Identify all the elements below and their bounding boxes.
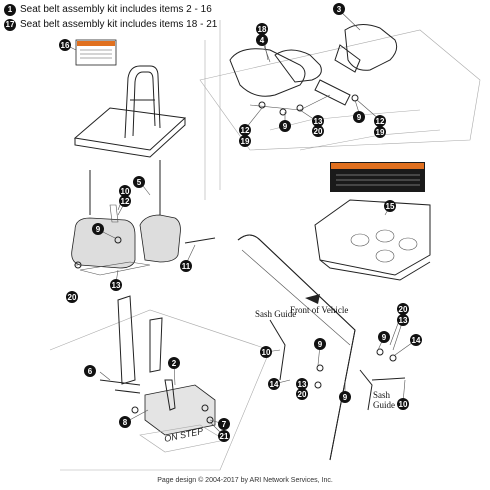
callout-13-top: 13 bbox=[312, 115, 324, 127]
callout-14-right: 14 bbox=[410, 334, 422, 346]
legend-badge-17: 17 bbox=[4, 18, 16, 31]
callout-12-top-left: 12 bbox=[239, 124, 251, 136]
svg-text:21: 21 bbox=[220, 432, 229, 441]
svg-text:11: 11 bbox=[182, 262, 191, 271]
sash-guide-label-right-2: Guide bbox=[373, 400, 395, 410]
floor-anchor-illustration: ON STEP bbox=[49, 295, 271, 471]
legend-badge-1: 1 bbox=[4, 3, 16, 16]
callout-3: 3 bbox=[333, 3, 345, 15]
legend: 1 Seat belt assembly kit includes items … bbox=[4, 2, 217, 32]
svg-text:19: 19 bbox=[241, 137, 250, 146]
legend-row-17: 17 Seat belt assembly kit includes items… bbox=[4, 17, 217, 32]
callout-20-left: 20 bbox=[66, 291, 78, 303]
callout-8: 8 bbox=[119, 416, 131, 428]
svg-text:12: 12 bbox=[121, 197, 130, 206]
callout-9-bottom: 9 bbox=[339, 391, 351, 403]
floor-mat-illustration bbox=[314, 162, 431, 281]
callout-20-mid: 20 bbox=[296, 388, 308, 400]
svg-text:12: 12 bbox=[241, 126, 250, 135]
svg-text:10: 10 bbox=[399, 400, 408, 409]
callout-6: 6 bbox=[84, 365, 96, 377]
callout-10-right: 10 bbox=[397, 398, 409, 410]
svg-text:12: 12 bbox=[376, 117, 385, 126]
svg-text:14: 14 bbox=[270, 380, 279, 389]
sash-guide-label-left: Sash Guide bbox=[255, 309, 296, 319]
callout-20-top: 20 bbox=[312, 125, 324, 137]
callout-2: 2 bbox=[168, 357, 180, 369]
svg-text:13: 13 bbox=[314, 117, 323, 126]
svg-text:13: 13 bbox=[399, 316, 408, 325]
callout-19-top-right: 19 bbox=[374, 126, 386, 138]
svg-text:19: 19 bbox=[376, 128, 385, 137]
callout-9-top: 9 bbox=[279, 120, 291, 132]
callout-9-right: 9 bbox=[378, 331, 390, 343]
svg-text:5: 5 bbox=[137, 178, 142, 187]
svg-text:10: 10 bbox=[121, 187, 130, 196]
svg-text:20: 20 bbox=[314, 127, 323, 136]
callout-21: 21 bbox=[218, 430, 230, 442]
callout-15: 15 bbox=[384, 200, 396, 212]
legend-text-1: Seat belt assembly kit includes items 2 … bbox=[20, 4, 212, 15]
callout-20-right: 20 bbox=[397, 303, 409, 315]
buckle-assembly-illustration bbox=[71, 160, 216, 276]
svg-text:18: 18 bbox=[258, 25, 267, 34]
callout-5: 5 bbox=[133, 176, 145, 188]
copyright-footer: Page design © 2004-2017 by ARI Network S… bbox=[157, 477, 333, 484]
svg-text:9: 9 bbox=[357, 113, 362, 122]
svg-text:4: 4 bbox=[260, 36, 265, 45]
callouts: 16 18 4 3 9 12 19 13 20 9 12 19 15 10 12… bbox=[59, 3, 422, 442]
svg-text:9: 9 bbox=[343, 393, 348, 402]
svg-text:13: 13 bbox=[298, 380, 307, 389]
callout-7: 7 bbox=[218, 418, 230, 430]
callout-4: 4 bbox=[256, 34, 268, 46]
callout-13-mid: 13 bbox=[296, 378, 308, 390]
svg-text:9: 9 bbox=[318, 340, 323, 349]
callout-10-mid: 10 bbox=[260, 346, 272, 358]
warning-label-header bbox=[77, 41, 115, 46]
svg-text:16: 16 bbox=[61, 41, 70, 50]
svg-text:6: 6 bbox=[88, 367, 93, 376]
svg-text:20: 20 bbox=[399, 305, 408, 314]
callout-13-left: 13 bbox=[110, 279, 122, 291]
svg-text:20: 20 bbox=[298, 390, 307, 399]
callout-10-left: 10 bbox=[119, 185, 131, 197]
svg-text:15: 15 bbox=[386, 202, 395, 211]
svg-text:8: 8 bbox=[123, 418, 128, 427]
svg-text:9: 9 bbox=[96, 225, 101, 234]
callout-18-top: 18 bbox=[256, 23, 268, 35]
svg-text:2: 2 bbox=[172, 359, 177, 368]
callout-9-top-right: 9 bbox=[353, 111, 365, 123]
bracket-illustration bbox=[73, 39, 187, 158]
legend-row-1: 1 Seat belt assembly kit includes items … bbox=[4, 2, 217, 17]
svg-text:9: 9 bbox=[283, 122, 288, 131]
svg-text:9: 9 bbox=[382, 333, 387, 342]
legend-text-17: Seat belt assembly kit includes items 18… bbox=[20, 19, 218, 30]
svg-text:7: 7 bbox=[222, 420, 227, 429]
svg-text:13: 13 bbox=[112, 281, 121, 290]
callout-12-top-right: 12 bbox=[374, 115, 386, 127]
callout-11: 11 bbox=[180, 260, 192, 272]
svg-text:14: 14 bbox=[412, 336, 421, 345]
callout-19-top-left: 19 bbox=[239, 135, 251, 147]
svg-text:3: 3 bbox=[337, 5, 342, 14]
callout-16: 16 bbox=[59, 39, 71, 51]
front-of-vehicle-label: Front of Vehicle bbox=[290, 305, 348, 315]
svg-text:20: 20 bbox=[68, 293, 77, 302]
callout-12-left: 12 bbox=[119, 195, 131, 207]
callout-13-right: 13 bbox=[397, 314, 409, 326]
callout-9-mid: 9 bbox=[314, 338, 326, 350]
front-arrow-icon bbox=[305, 294, 320, 304]
callout-14-mid: 14 bbox=[268, 378, 280, 390]
sash-guide-label-right-1: Sash bbox=[373, 390, 391, 400]
svg-text:10: 10 bbox=[262, 348, 271, 357]
callout-9-left: 9 bbox=[92, 223, 104, 235]
